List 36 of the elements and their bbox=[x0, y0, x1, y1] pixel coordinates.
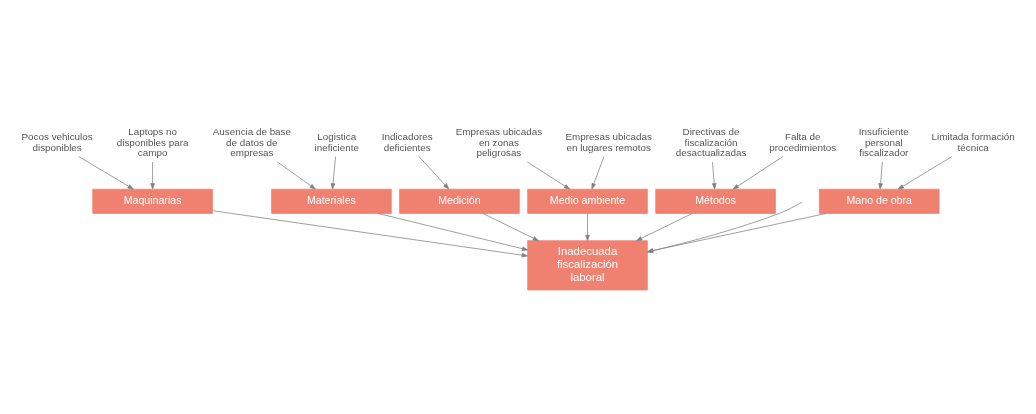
arrow bbox=[647, 201, 803, 253]
arrow bbox=[277, 161, 316, 190]
arrow bbox=[330, 156, 336, 190]
arrow bbox=[591, 156, 605, 190]
node-box: Maquinarias bbox=[92, 188, 213, 214]
node-text: Directivas de fiscalización desactualizadas bbox=[675, 125, 747, 159]
node-text: Logistica ineficiente bbox=[314, 131, 359, 153]
arrow bbox=[527, 161, 570, 190]
arrow bbox=[78, 156, 134, 190]
arrow bbox=[712, 161, 717, 190]
arrow bbox=[897, 156, 953, 190]
node-box: Medio ambiente bbox=[527, 188, 648, 214]
arrow bbox=[482, 213, 539, 241]
node-text: Insuficiente personal fiscalizador bbox=[858, 125, 909, 159]
node-box: Materiales bbox=[271, 188, 392, 214]
node-text: Ausencia de base de datos de empresas bbox=[212, 125, 291, 159]
arrow bbox=[212, 210, 528, 258]
arrow bbox=[636, 213, 693, 241]
arrow bbox=[732, 156, 784, 190]
node-box: Mano de obra bbox=[819, 188, 940, 214]
arrow bbox=[647, 213, 827, 253]
node-text: Indicadores deficientes bbox=[381, 131, 433, 153]
node-box: Medición bbox=[399, 188, 520, 214]
node-text: Empresas ubicadas en lugares remotos bbox=[565, 131, 652, 153]
arrow bbox=[878, 161, 883, 190]
node-text: Falta de procedimientos bbox=[769, 131, 837, 153]
node-text: Limitada formación técnica bbox=[931, 131, 1015, 153]
node-text: Empresas ubicadas en zonas peligrosas bbox=[455, 125, 543, 159]
node-box: Métodos bbox=[655, 188, 776, 214]
node-box: Inadecuada fiscalización laboral bbox=[527, 240, 648, 291]
arrow bbox=[377, 213, 528, 251]
node-text: Laptops no disponibles para campo bbox=[116, 125, 189, 159]
arrow bbox=[418, 156, 450, 190]
node-text: Pocos vehiculos disponibles bbox=[21, 131, 93, 153]
arrow bbox=[585, 213, 590, 241]
arrow bbox=[150, 161, 155, 190]
